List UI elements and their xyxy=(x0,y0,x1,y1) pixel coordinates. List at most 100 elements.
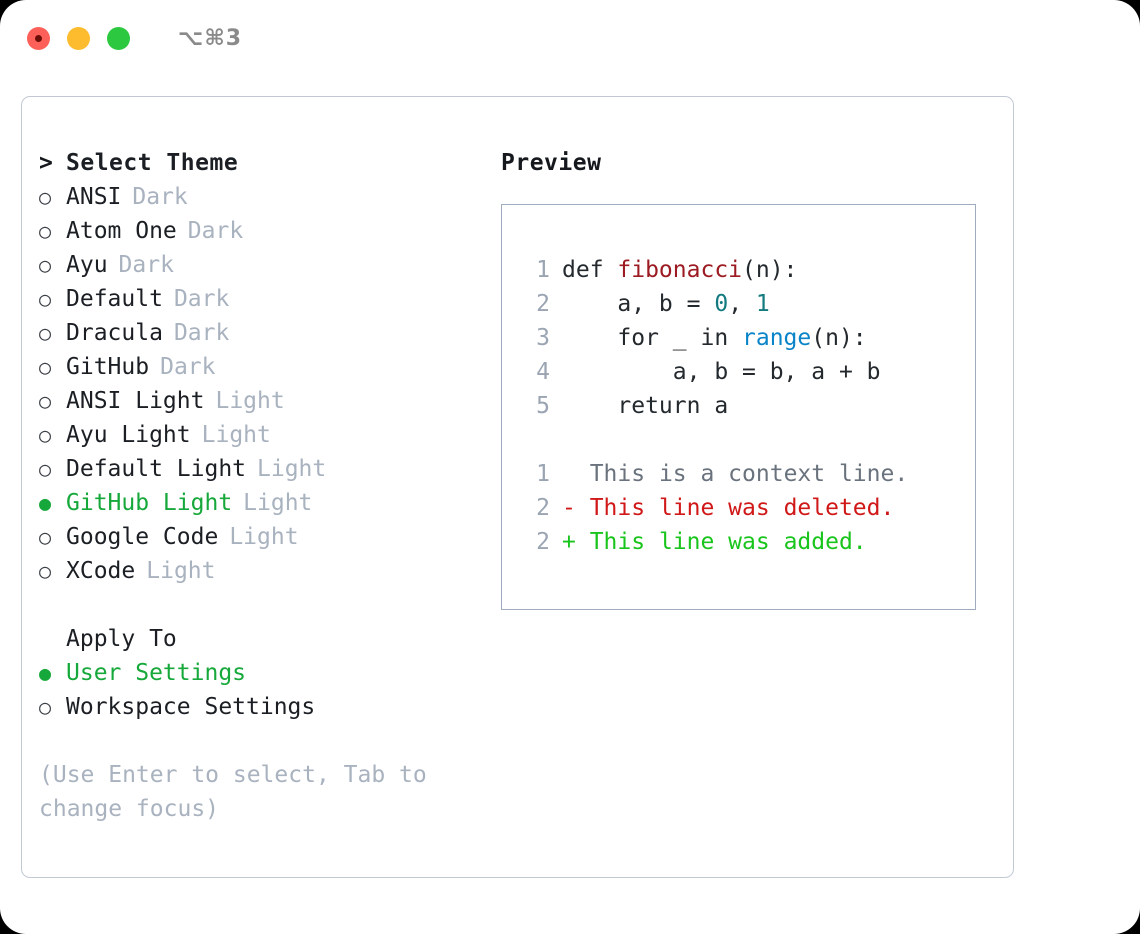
apply-to-option-label: User Settings xyxy=(66,660,247,686)
theme-variant-badge: Dark xyxy=(118,252,174,278)
keyboard-hint: (Use Enter to select, Tab to change focu… xyxy=(39,762,427,822)
theme-list-item[interactable]: ○ Ayu Dark xyxy=(39,248,479,282)
apply-to-option-label: Workspace Settings xyxy=(66,694,316,720)
theme-variant-badge: Dark xyxy=(160,354,216,380)
theme-name: Atom One xyxy=(66,218,177,244)
list-spacer xyxy=(39,588,479,622)
theme-name: Ayu xyxy=(66,252,108,278)
line-number: 5 xyxy=(536,393,550,419)
close-button[interactable] xyxy=(27,26,50,50)
apply-to-label: Apply To xyxy=(66,626,177,652)
diff-sign xyxy=(562,457,576,491)
code-diff-spacer xyxy=(524,423,975,457)
code-token: 1 xyxy=(755,291,770,317)
code-token: fibonacci xyxy=(617,257,743,283)
code-token: return a xyxy=(562,393,729,419)
line-number: 1 xyxy=(536,257,550,283)
code-token: (n): xyxy=(811,325,867,351)
theme-list-item[interactable]: ● GitHub Light Light xyxy=(39,486,479,520)
radio-unselected-icon: ○ xyxy=(39,525,52,549)
radio-unselected-icon: ○ xyxy=(39,457,52,481)
code-line: 5 return a xyxy=(524,389,975,423)
diff-sample: 1 This is a context line. 2- This line wa… xyxy=(524,457,975,559)
radio-unselected-icon: ○ xyxy=(39,559,52,583)
theme-name: Default Light xyxy=(66,456,247,482)
theme-variant-badge: Light xyxy=(229,524,299,550)
theme-name: Dracula xyxy=(66,320,163,346)
line-number: 4 xyxy=(536,359,550,385)
traffic-light-buttons xyxy=(27,26,130,50)
diff-text: This line was added. xyxy=(575,529,867,555)
code-token: (n): xyxy=(742,257,798,283)
code-token: , xyxy=(728,291,756,317)
diff-line: 2 + This line was added. xyxy=(524,525,975,559)
theme-variant-badge: Light xyxy=(201,422,271,448)
code-token: range xyxy=(742,325,812,351)
theme-list-item[interactable]: ○ Default Light Light xyxy=(39,452,479,486)
diff-sign: + xyxy=(562,529,576,555)
line-number: 1 xyxy=(536,461,550,487)
theme-variant-badge: Dark xyxy=(173,286,230,312)
theme-list-item[interactable]: ○ Google Code Light xyxy=(39,520,479,554)
line-number: 3 xyxy=(536,325,550,351)
theme-variant-badge: Dark xyxy=(132,184,188,210)
diff-sign: - xyxy=(562,495,576,521)
theme-name: ANSI Light xyxy=(66,388,205,414)
theme-variant-badge: Dark xyxy=(173,320,230,346)
line-number: 2 xyxy=(536,529,550,555)
theme-list-item[interactable]: ○ Ayu Light Light xyxy=(39,418,479,452)
theme-list-item[interactable]: ○ Dracula Dark xyxy=(39,316,479,350)
theme-name: GitHub Light xyxy=(66,490,233,516)
theme-list-item[interactable]: ○ ANSI Dark xyxy=(39,180,479,214)
caret-icon: > xyxy=(39,150,53,176)
theme-variant-badge: Dark xyxy=(187,218,244,244)
theme-list-item[interactable]: ○ GitHub Dark xyxy=(39,350,479,384)
code-line: 2 a, b = 0, 1 xyxy=(524,287,975,321)
radio-unselected-icon: ○ xyxy=(39,253,52,277)
line-number: 2 xyxy=(536,495,550,521)
select-theme-header: > Select Theme xyxy=(39,146,479,180)
diff-line: 1 This is a context line. xyxy=(524,457,975,491)
radio-unselected-icon: ○ xyxy=(39,321,52,345)
theme-variant-badge: Light xyxy=(146,558,216,584)
radio-selected-icon: ● xyxy=(39,661,52,685)
apply-to-option[interactable]: ● User Settings xyxy=(39,656,479,690)
theme-variant-badge: Light xyxy=(257,456,327,482)
theme-name: GitHub xyxy=(66,354,150,380)
maximize-button[interactable] xyxy=(107,26,130,50)
preview-heading: Preview xyxy=(501,150,602,176)
title-bar: ⌥⌘3 xyxy=(0,0,1140,76)
radio-unselected-icon: ○ xyxy=(39,355,52,379)
theme-name: Default xyxy=(66,286,163,312)
code-token: def xyxy=(562,257,618,283)
theme-name: ANSI xyxy=(66,184,122,210)
radio-unselected-icon: ○ xyxy=(39,287,52,311)
radio-selected-icon: ● xyxy=(39,491,52,515)
theme-name: Ayu Light xyxy=(66,422,191,448)
radio-unselected-icon: ○ xyxy=(39,423,52,447)
select-theme-title: Select Theme xyxy=(66,150,239,176)
theme-name: Google Code xyxy=(66,524,219,550)
theme-name: XCode xyxy=(66,558,136,584)
theme-variant-badge: Light xyxy=(215,388,285,414)
theme-list-item[interactable]: ○ Default Dark xyxy=(39,282,479,316)
minimize-button[interactable] xyxy=(67,26,90,50)
radio-unselected-icon: ○ xyxy=(39,185,52,209)
code-token: 0 xyxy=(714,291,729,317)
code-line: 1 def fibonacci(n): xyxy=(524,253,975,287)
code-line: 4 a, b = b, a + b xyxy=(524,355,975,389)
theme-variant-badge: Light xyxy=(243,490,313,516)
diff-text: This line was deleted. xyxy=(575,495,895,521)
code-token: a, b = b, a + b xyxy=(562,359,881,385)
apply-to-option[interactable]: ○Workspace Settings xyxy=(39,690,479,724)
theme-list-item[interactable]: ○ XCode Light xyxy=(39,554,479,588)
